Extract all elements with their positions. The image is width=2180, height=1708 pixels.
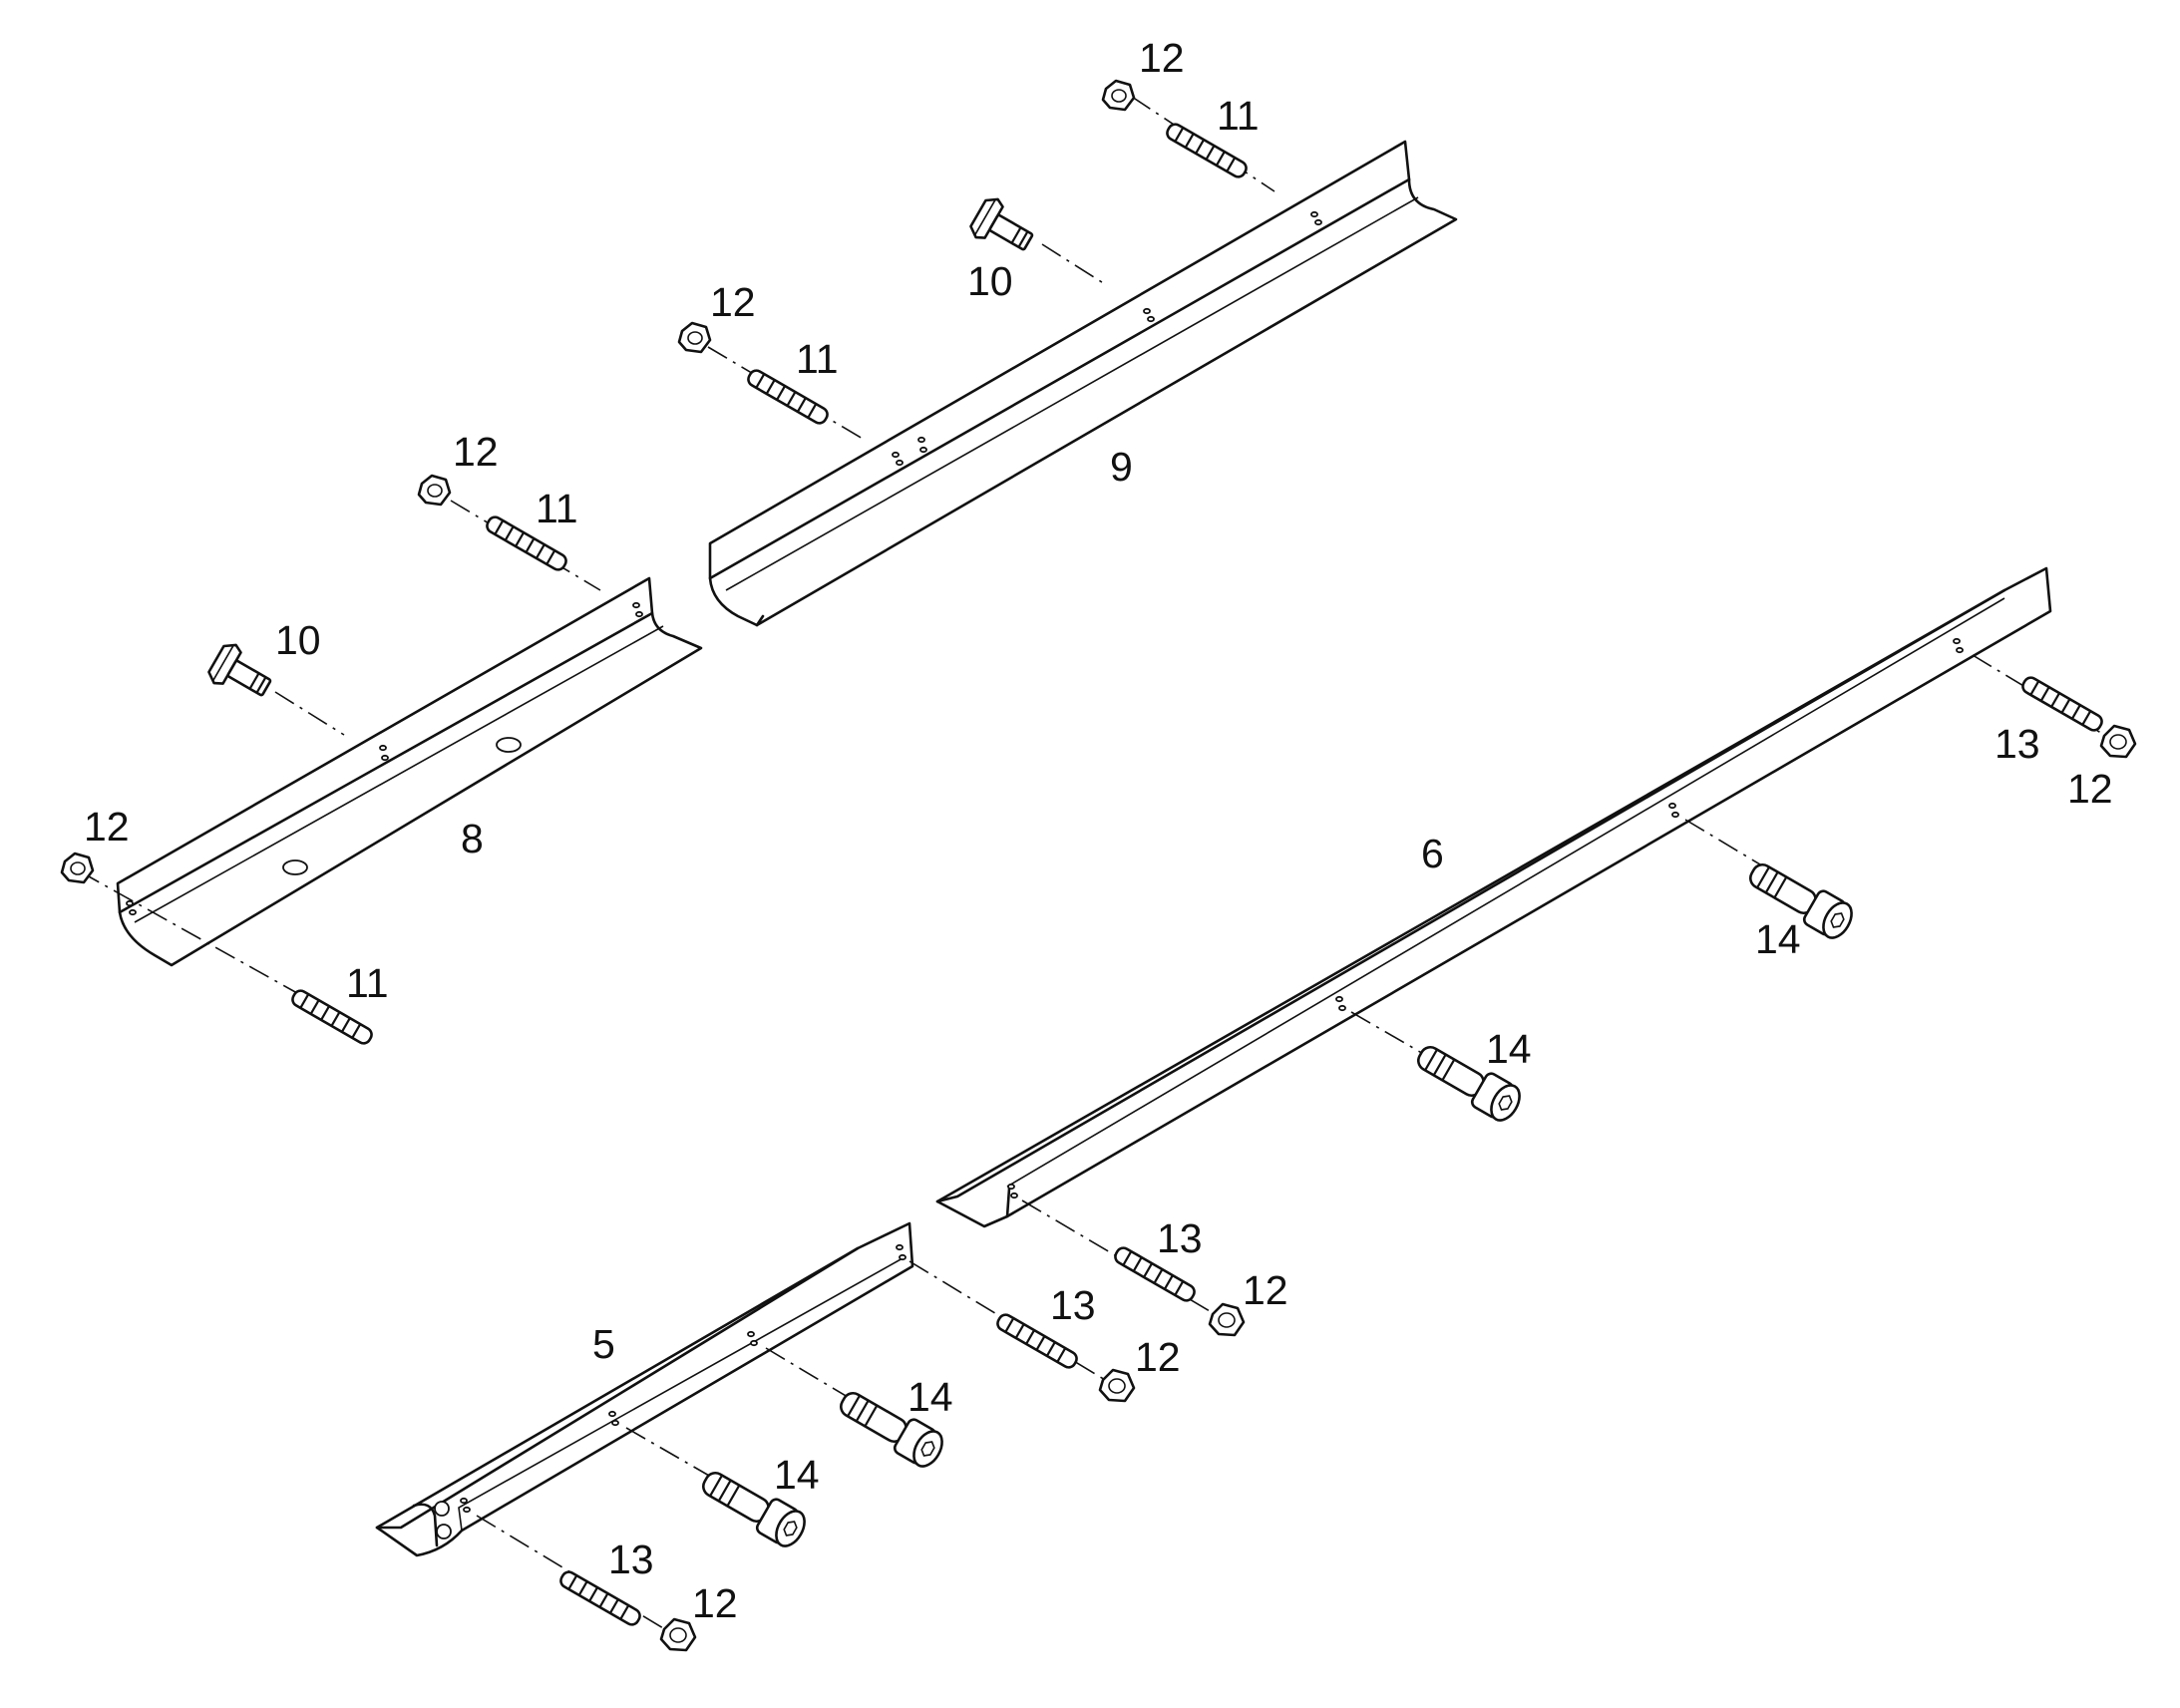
callout-labels: 12 11 10 12 11 9 12 11 10 12 8 11 6 13 1… <box>84 35 2113 1626</box>
hex-nut <box>417 474 452 507</box>
callout-label: 14 <box>1755 916 1801 962</box>
threaded-stud <box>996 1313 1078 1369</box>
assembly-center-lines <box>79 96 2110 1638</box>
callout-label: 13 <box>1050 1282 1096 1328</box>
callout-label: 11 <box>796 336 839 382</box>
socket-cap-screw <box>840 1391 943 1468</box>
hex-nut <box>659 1617 697 1652</box>
threaded-stud <box>559 1570 641 1626</box>
callout-label: 8 <box>461 816 484 861</box>
callout-label: 14 <box>908 1374 953 1420</box>
hex-nut <box>677 321 712 354</box>
callout-label: 6 <box>1421 831 1444 876</box>
callout-label: 13 <box>1995 721 2040 767</box>
threaded-stud <box>486 515 567 571</box>
callout-label: 11 <box>1217 93 1260 139</box>
callout-label: 12 <box>692 1580 738 1626</box>
hex-nut <box>1098 1368 1136 1403</box>
callout-label: 10 <box>967 258 1013 304</box>
threaded-stud-group <box>291 123 2103 1626</box>
callout-label: 12 <box>453 429 499 475</box>
angle-rail-part-8 <box>116 576 703 967</box>
callout-label: 14 <box>774 1452 820 1498</box>
callout-label: 13 <box>1157 1215 1203 1261</box>
callout-label: 11 <box>536 486 578 531</box>
callout-label: 11 <box>346 960 389 1006</box>
threaded-stud <box>1166 123 1248 178</box>
hex-bolt-group <box>207 197 1034 697</box>
rail-hole-group <box>892 210 1322 467</box>
callout-label: 12 <box>710 279 756 325</box>
hex-bolt <box>207 643 272 697</box>
threaded-stud <box>291 989 373 1045</box>
callout-label: 12 <box>1135 1334 1181 1380</box>
angle-rail-part-6 <box>935 566 2052 1228</box>
angle-rail-part-9 <box>708 140 1458 627</box>
callout-label: 12 <box>84 804 130 850</box>
threaded-stud <box>2021 676 2103 732</box>
callout-label: 12 <box>1243 1267 1288 1313</box>
threaded-stud <box>1114 1246 1196 1302</box>
callout-label: 12 <box>1139 35 1185 81</box>
rail-hole-group <box>1007 637 1964 1199</box>
socket-cap-screw <box>702 1471 806 1547</box>
rail-hole-group <box>434 1243 907 1539</box>
socket-cap-screw <box>1417 1045 1521 1122</box>
socket-cap-screw <box>1749 862 1853 939</box>
callout-label: 13 <box>608 1537 654 1582</box>
hex-nut <box>2099 724 2137 759</box>
hex-nut <box>1208 1302 1246 1337</box>
rail-hole-group <box>126 601 643 916</box>
callout-label: 10 <box>275 617 321 663</box>
hex-nut-group <box>60 79 2137 1652</box>
callout-label: 12 <box>2067 766 2113 812</box>
callout-label: 5 <box>592 1321 615 1367</box>
socket-cap-screw-group <box>702 862 1853 1547</box>
angle-rail-part-5 <box>375 1221 914 1557</box>
callout-label: 14 <box>1486 1026 1532 1072</box>
hex-bolt <box>969 197 1034 251</box>
hex-nut <box>60 852 95 884</box>
hex-nut <box>1101 79 1136 112</box>
callout-label: 9 <box>1110 444 1133 490</box>
threaded-stud <box>747 369 829 425</box>
